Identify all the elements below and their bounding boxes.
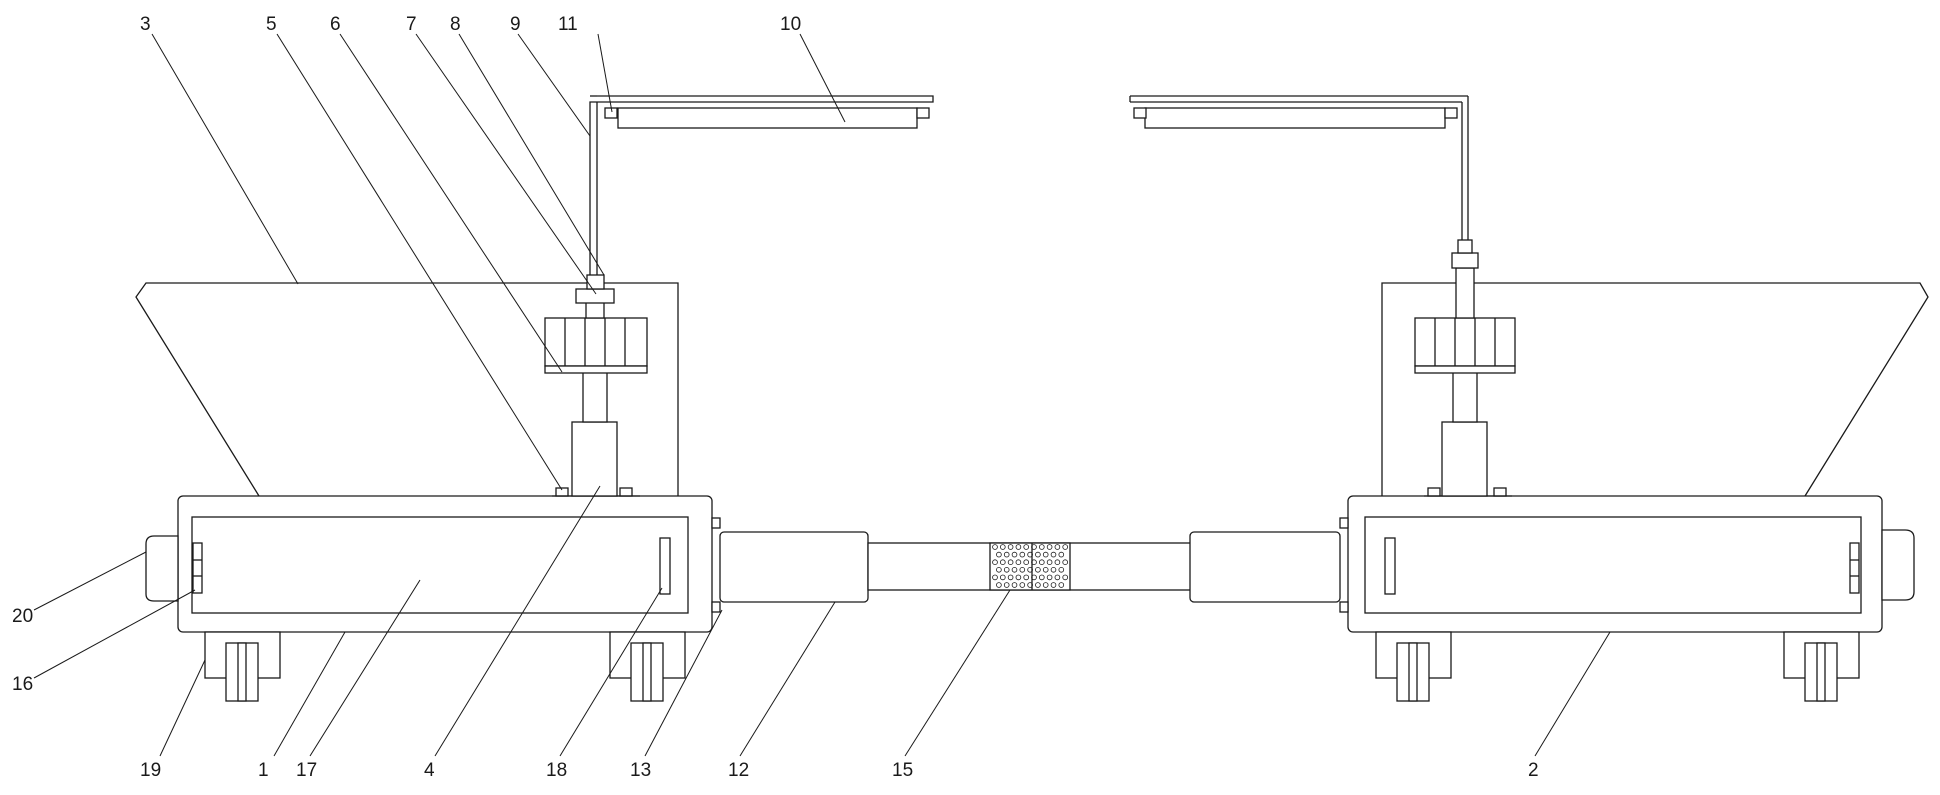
right-shaft	[1452, 371, 1478, 423]
right-coupling	[1451, 252, 1479, 269]
label-3: 3	[140, 14, 151, 35]
label-20: 20	[12, 606, 33, 627]
left-column	[571, 421, 618, 497]
right-coupling-shaft	[1455, 267, 1475, 319]
left-hopper	[135, 282, 679, 497]
right-gear	[1414, 317, 1516, 367]
left-sleeve	[719, 531, 869, 603]
label-12: 12	[728, 760, 749, 781]
right-sleeve	[1189, 531, 1341, 603]
label-15: 15	[892, 760, 913, 781]
left-coupling-top	[586, 274, 605, 290]
right-base-plate-1	[1427, 487, 1441, 497]
right-lamp-clip-1	[1133, 107, 1147, 119]
label-13: 13	[630, 760, 651, 781]
left-lamp-panel	[617, 107, 918, 129]
left-coupling	[575, 288, 615, 304]
left-motor	[145, 535, 179, 602]
label-11: 11	[558, 14, 578, 35]
right-motor	[1881, 529, 1915, 601]
left-rod	[589, 95, 934, 275]
label-6: 6	[330, 14, 341, 35]
right-column	[1441, 421, 1488, 497]
right-hinge	[1849, 542, 1860, 594]
right-lamp-panel	[1144, 107, 1446, 129]
left-base-plate-2	[619, 487, 633, 497]
right-lamp-clip-2	[1444, 107, 1458, 119]
right-unit	[1129, 95, 1929, 702]
label-10: 10	[780, 14, 801, 35]
left-gear-plate	[544, 365, 648, 374]
label-7: 7	[406, 14, 417, 35]
left-shaft	[582, 371, 608, 423]
mesh-section	[989, 542, 1071, 591]
leader-lines	[33, 33, 1611, 757]
right-hopper	[1381, 282, 1929, 497]
label-4: 4	[424, 760, 435, 781]
left-wheel-1	[204, 631, 281, 702]
right-window	[1364, 516, 1862, 614]
left-wheel-2	[609, 631, 686, 702]
label-1: 1	[258, 760, 269, 781]
left-gear	[544, 317, 648, 367]
left-bolt-top	[711, 517, 721, 529]
left-lamp-clip-1	[604, 107, 618, 119]
right-wheel-2	[1783, 631, 1860, 702]
right-gear-plate	[1414, 365, 1516, 374]
label-18: 18	[546, 760, 567, 781]
label-17: 17	[296, 760, 317, 781]
left-lamp-clip-2	[916, 107, 930, 119]
label-19: 19	[140, 760, 161, 781]
label-9: 9	[510, 14, 521, 35]
left-bolt-bottom	[711, 601, 721, 613]
left-window	[191, 516, 689, 614]
right-bolt-bottom	[1339, 601, 1349, 613]
left-hinge	[192, 542, 203, 594]
label-8: 8	[450, 14, 461, 35]
connecting-rod	[719, 531, 1341, 603]
part-number-labels: 3 5 6 7 8 9 11 10 20 16 19 1 17 4 18 13 …	[12, 14, 1539, 781]
right-indicator-bar	[1384, 537, 1396, 595]
right-base-plate-2	[1493, 487, 1507, 497]
label-2: 2	[1528, 760, 1539, 781]
left-indicator-bar	[659, 537, 671, 595]
label-16: 16	[12, 674, 33, 695]
label-5: 5	[266, 14, 277, 35]
right-coupling-top	[1457, 239, 1473, 254]
left-unit	[135, 95, 934, 702]
right-bolt-top	[1339, 517, 1349, 529]
right-wheel-1	[1375, 631, 1452, 702]
